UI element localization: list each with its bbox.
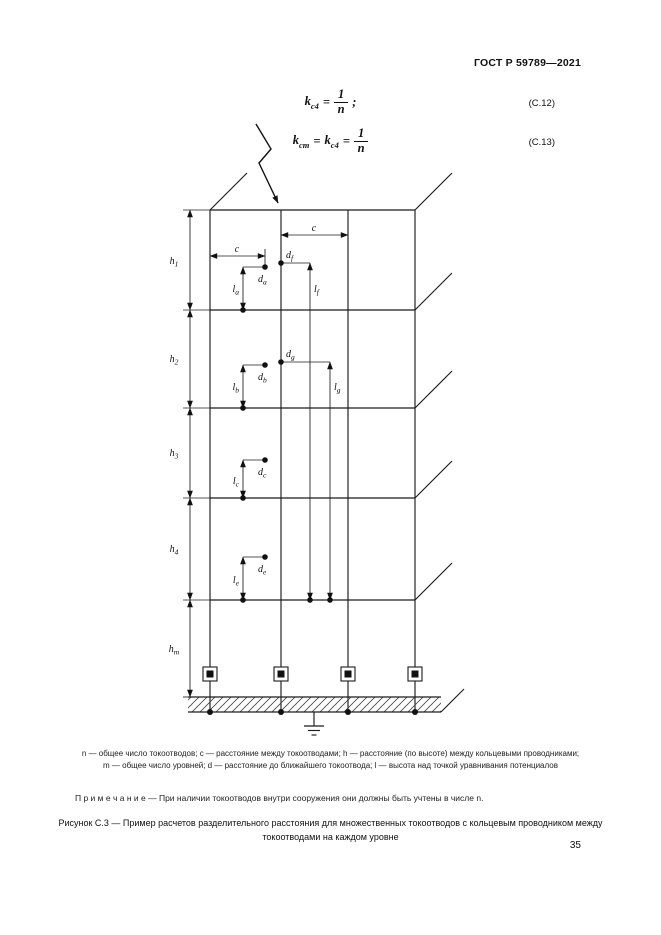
formula-ref-c12: (С.12) — [528, 98, 555, 109]
label-h-2: h2 — [170, 354, 179, 367]
label-l-a: la — [232, 284, 239, 297]
fraction: 1 n — [333, 87, 349, 116]
figure-legend-line-2: m — общее число уровней; d — расстояние … — [103, 761, 558, 770]
label-h-4: h4 — [170, 544, 179, 557]
page-number: 35 — [569, 840, 581, 851]
dimension-lines — [183, 209, 349, 698]
diagram-labels: c c df lf da la dg lg db lb dc lc de le … — [169, 223, 341, 657]
label-l-g: lg — [334, 382, 341, 395]
label-d-b: db — [258, 372, 267, 385]
label-d-a: da — [258, 274, 267, 287]
building-structure — [209, 172, 453, 712]
formula-row-c13: kсm = kс4 = 1 n (С.13) — [0, 126, 661, 161]
label-d-g: dg — [286, 349, 295, 362]
label-h-m: hm — [169, 644, 180, 657]
figure-legend-line-1: n — общее число токоотводов; с — расстоя… — [81, 749, 580, 758]
formula-c13-variable-2: kс4 — [324, 132, 339, 151]
figure-caption: Рисунок С.3 — Пример расчетов разделител… — [58, 818, 603, 843]
formula-row-c12: kс4 = 1 n ; (С.12) — [0, 87, 661, 122]
semicolon: ; — [352, 94, 357, 109]
test-joints — [202, 666, 423, 682]
figure-c3-diagram: c c df lf da la dg lg db lb dc lc de le … — [169, 123, 465, 736]
fraction: 1 n — [353, 126, 369, 155]
label-l-e: le — [233, 575, 240, 588]
label-d-c: dc — [258, 467, 267, 480]
formula-c12: kс4 = 1 n ; — [304, 87, 357, 116]
figure-note: П р и м е ч а н и е — При наличии токоот… — [75, 793, 484, 803]
formula-ref-c13: (С.13) — [528, 137, 555, 148]
formula-c12-variable: kс4 — [304, 93, 319, 112]
label-d-f: df — [286, 250, 294, 263]
lightning-arrow-icon — [255, 123, 279, 204]
label-h-1: h1 — [170, 256, 179, 269]
figure-legend: n — общее число токоотводов; с — расстоя… — [36, 748, 625, 772]
equals-sign: = — [342, 133, 350, 148]
equals-sign: = — [313, 133, 321, 148]
equals-sign: = — [322, 94, 330, 109]
measurement-points — [240, 260, 333, 603]
label-l-c: lc — [233, 476, 240, 489]
label-l-f: lf — [314, 284, 320, 297]
ground-earthing — [188, 688, 465, 736]
earth-symbol-icon — [304, 712, 324, 736]
label-d-e: de — [258, 564, 267, 577]
label-h-3: h3 — [170, 448, 179, 461]
formula-c13-variable-1: kсm — [292, 132, 310, 151]
label-l-b: lb — [232, 382, 239, 395]
label-c-left: c — [235, 244, 240, 255]
label-c-top: c — [312, 223, 317, 234]
formula-c13: kсm = kс4 = 1 n — [292, 126, 369, 155]
document-header: ГОСТ Р 59789—2021 — [473, 57, 581, 69]
